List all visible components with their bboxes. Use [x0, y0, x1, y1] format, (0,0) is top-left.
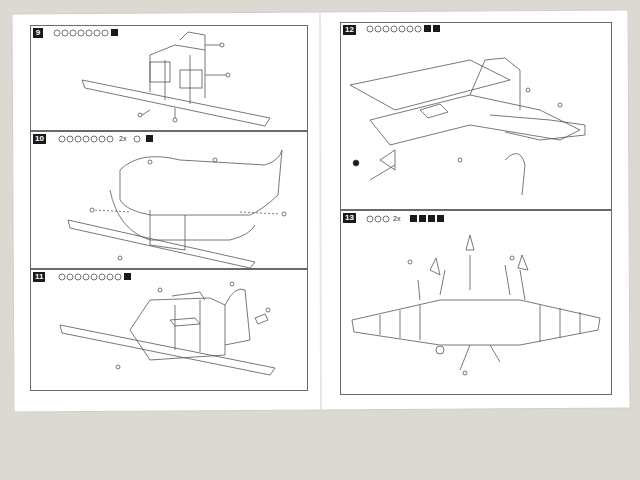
step-panel: 10 — [30, 131, 308, 269]
quantity-label: 2x — [118, 135, 127, 143]
step-panel: 13 — [340, 210, 612, 395]
step-panel: 11 — [30, 269, 308, 391]
step-panel: 9 — [30, 25, 308, 131]
part-marks — [111, 25, 444, 280]
step-number: 9 — [33, 28, 43, 38]
paper-sheet — [12, 10, 630, 412]
paper-fold — [320, 12, 321, 410]
quantity-label: 2x — [392, 215, 401, 223]
airframe-illustration — [350, 58, 585, 195]
cockpit-illustration — [82, 32, 270, 126]
step-number: 11 — [33, 272, 45, 282]
step-number: 13 — [343, 213, 356, 223]
tool-icons — [54, 26, 421, 280]
fuselage-illustration — [68, 150, 286, 268]
step-number: 12 — [343, 25, 356, 35]
step-number: 10 — [33, 134, 46, 144]
assembly-illustration — [60, 282, 275, 375]
step-panel: 12 — [340, 22, 612, 210]
wing-illustration — [352, 235, 600, 375]
